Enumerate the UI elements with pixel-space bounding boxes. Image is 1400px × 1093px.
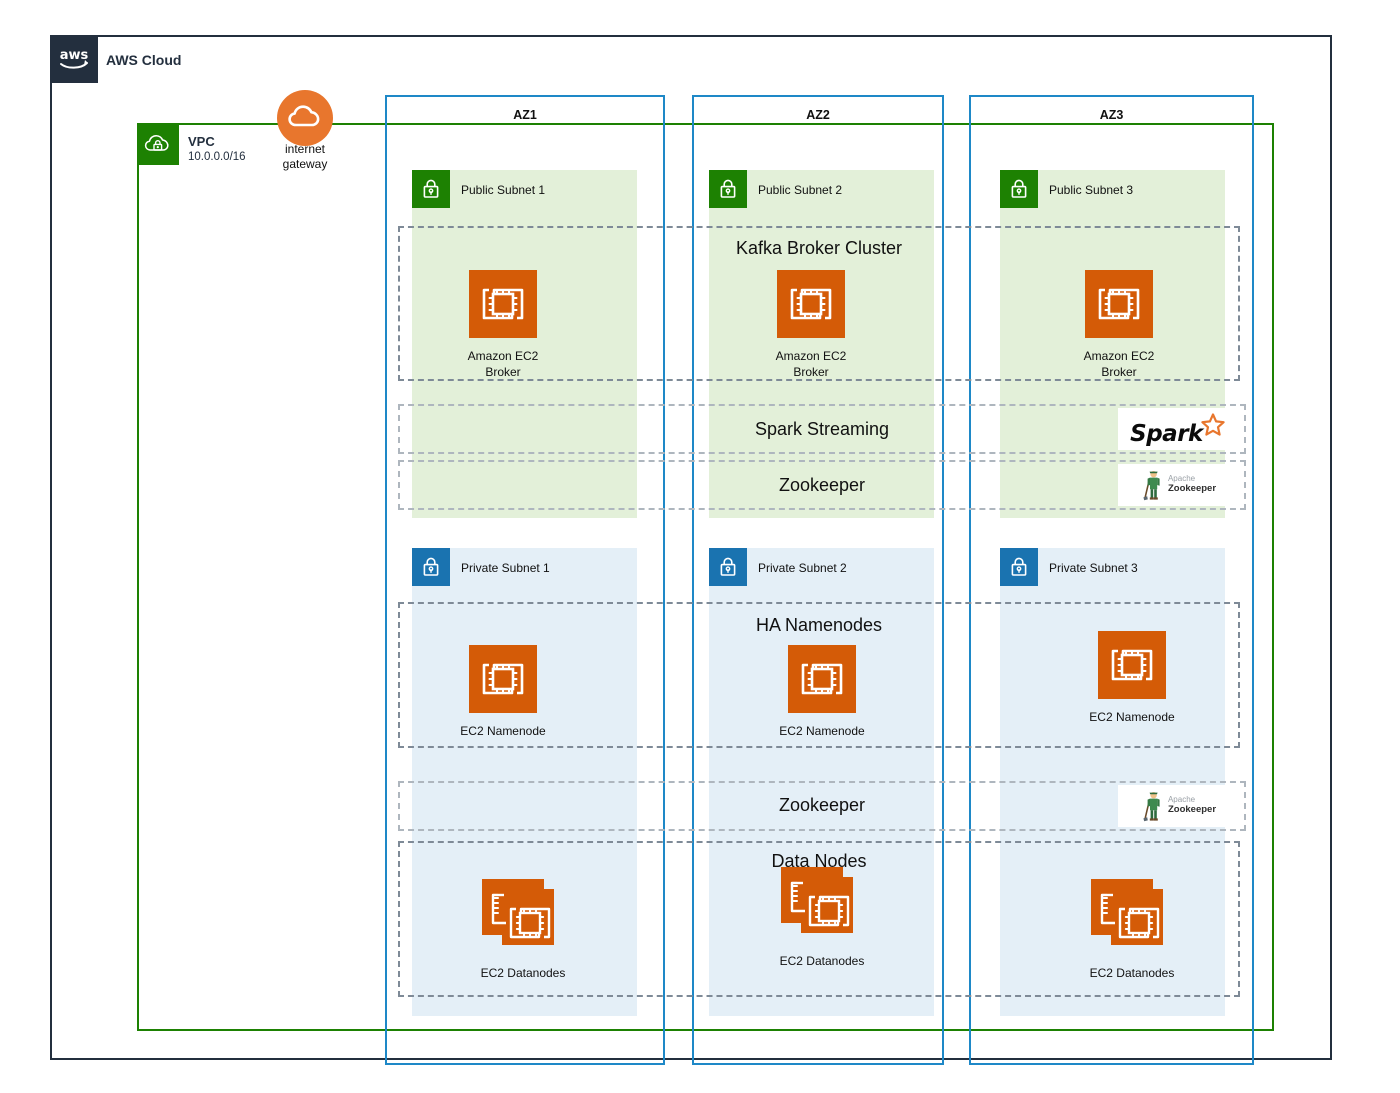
ha-namenode-3: EC2 Namenode [1072, 631, 1192, 725]
availability-zone-az1 [385, 95, 665, 1065]
availability-zone-az2 [692, 95, 944, 1065]
zookeeper-private-logo: Apache Zookeeper [1118, 785, 1238, 827]
zookeeper-public-logo-name: Zookeeper [1167, 483, 1217, 495]
ha-namenodes-title: HA Namenodes [755, 615, 883, 635]
spark-star-icon [1201, 412, 1225, 436]
spark-logo: Spark [1118, 408, 1238, 450]
zookeeper-private-logo-name: Zookeeper [1167, 804, 1217, 816]
vpc-lock-cloud-icon [137, 123, 179, 165]
data-node-2-caption: EC2 Datanodes [779, 954, 865, 968]
amazon-ec2-instances-icon [752, 867, 892, 948]
spark-streaming-title: Spark Streaming [754, 419, 890, 439]
ha-namenode-3-caption: EC2 Namenode [1089, 710, 1175, 724]
vpc-cidr: 10.0.0.0/16 [188, 151, 246, 164]
zookeeper-private-title: Zookeeper [778, 795, 866, 815]
private-subnet-3-label: Private Subnet 3 [1049, 561, 1138, 575]
data-node-3-caption: EC2 Datanodes [1089, 966, 1175, 980]
kafka-broker-node-2: Amazon EC2 Broker [751, 270, 871, 380]
kafka-broker-node-1-caption-line1: Amazon EC2 [467, 349, 539, 363]
data-node-3: EC2 Datanodes [1062, 879, 1202, 981]
public-subnet-3-lock-icon [1000, 170, 1038, 208]
az2-label: AZ2 [806, 108, 830, 122]
private-subnet-2-lock-icon [709, 548, 747, 586]
zookeeper-public-title: Zookeeper [778, 475, 866, 495]
apache-zookeeper-icon [1143, 471, 1160, 501]
zookeeper-public-group [398, 460, 1246, 510]
amazon-ec2-icon [443, 645, 563, 718]
vpc-text-block: VPC 10.0.0.0/16 [188, 134, 246, 165]
amazon-ec2-icon [762, 645, 882, 718]
kafka-broker-cluster-group [398, 226, 1240, 381]
kafka-broker-node-3: Amazon EC2 Broker [1059, 270, 1179, 380]
data-nodes-title: Data Nodes [771, 851, 867, 871]
vpc-boundary [137, 123, 1274, 1031]
ha-namenode-2: EC2 Namenode [762, 645, 882, 739]
data-node-1: EC2 Datanodes [453, 879, 593, 981]
kafka-broker-node-1: Amazon EC2 Broker [443, 270, 563, 380]
spark-logo-text: Spark [1130, 420, 1203, 447]
public-subnet-2-lock-icon [709, 170, 747, 208]
apache-zookeeper-icon [1143, 792, 1160, 822]
svg-text:aws: aws [60, 48, 89, 63]
zookeeper-public-logo: Apache Zookeeper [1118, 464, 1238, 506]
kafka-broker-node-2-caption-line1: Amazon EC2 [775, 349, 847, 363]
amazon-ec2-icon [1059, 270, 1179, 343]
aws-cloud-label: AWS Cloud [106, 52, 182, 68]
amazon-ec2-icon [1072, 631, 1192, 704]
zookeeper-private-logo-apache: Apache [1167, 795, 1196, 805]
amazon-ec2-icon [443, 270, 563, 343]
internet-gateway-label-line2: gateway [282, 157, 328, 171]
data-node-1-caption: EC2 Datanodes [480, 966, 566, 980]
private-subnet-3-lock-icon [1000, 548, 1038, 586]
spark-streaming-group [398, 404, 1246, 454]
amazon-ec2-instances-icon [453, 879, 593, 960]
aws-logo-icon: aws [50, 35, 98, 83]
ha-namenode-2-caption: EC2 Namenode [779, 724, 865, 738]
kafka-broker-node-2-caption-line2: Broker [793, 365, 829, 379]
vpc-title: VPC [188, 134, 215, 149]
public-subnet-1-label: Public Subnet 1 [461, 183, 546, 197]
kafka-broker-node-3-caption-line2: Broker [1101, 365, 1137, 379]
internet-gateway-cloud-icon [277, 90, 333, 146]
data-nodes-group [398, 841, 1240, 997]
data-node-2: EC2 Datanodes [752, 867, 892, 969]
az3-label: AZ3 [1099, 108, 1124, 122]
public-subnet-3-label: Public Subnet 3 [1049, 183, 1134, 197]
az1-label: AZ1 [513, 108, 537, 122]
kafka-broker-node-3-caption-line1: Amazon EC2 [1083, 349, 1155, 363]
amazon-ec2-icon [751, 270, 871, 343]
availability-zone-az3 [969, 95, 1254, 1065]
kafka-broker-cluster-title: Kafka Broker Cluster [735, 238, 903, 258]
ha-namenode-1: EC2 Namenode [443, 645, 563, 739]
ha-namenodes-group [398, 602, 1240, 748]
public-subnet-2-label: Public Subnet 2 [758, 183, 843, 197]
public-subnet-1-lock-icon [412, 170, 450, 208]
zookeeper-public-logo-apache: Apache [1167, 474, 1196, 484]
kafka-broker-node-1-caption-line2: Broker [485, 365, 521, 379]
internet-gateway-label: internet gateway [253, 142, 357, 172]
zookeeper-private-group [398, 781, 1246, 831]
private-subnet-1-lock-icon [412, 548, 450, 586]
private-subnet-1-label: Private Subnet 1 [461, 561, 550, 575]
amazon-ec2-instances-icon [1062, 879, 1202, 960]
internet-gateway-label-line1: internet [284, 142, 326, 156]
ha-namenode-1-caption: EC2 Namenode [460, 724, 546, 738]
private-subnet-2-label: Private Subnet 2 [758, 561, 847, 575]
